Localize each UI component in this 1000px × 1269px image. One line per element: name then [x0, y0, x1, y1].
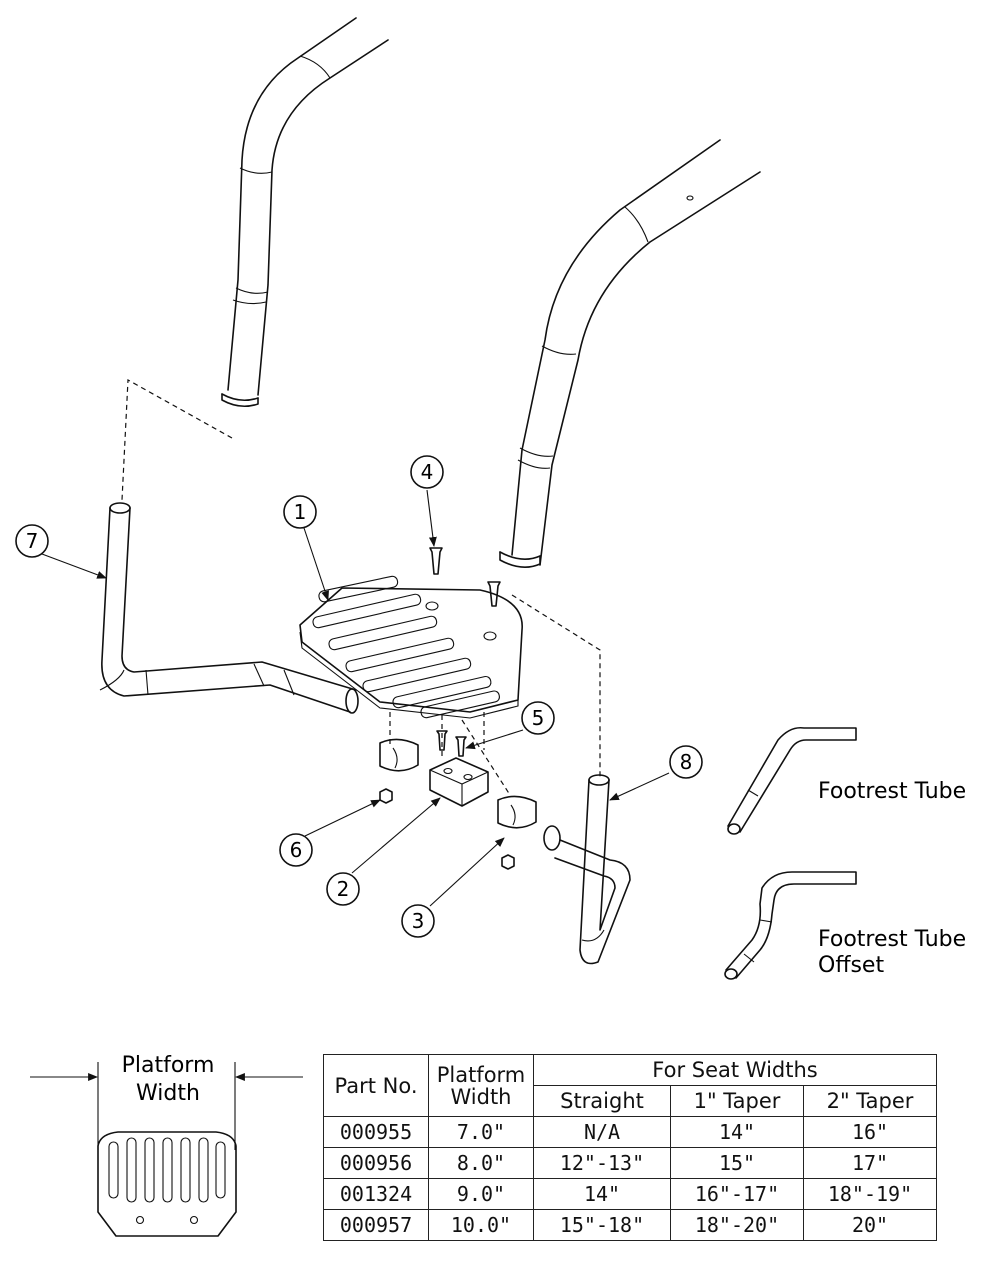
- leader-lines: [41, 489, 670, 907]
- callout-1: 1: [283, 495, 317, 529]
- callout-2: 2: [326, 872, 360, 906]
- cell-taper2: 18"-19": [803, 1178, 937, 1210]
- cell-part: 000957: [323, 1209, 429, 1241]
- cell-taper1: 18"-20": [670, 1209, 804, 1241]
- platform-width-label-2: Width: [136, 1081, 200, 1106]
- callout-3: 3: [401, 904, 435, 938]
- cell-taper1: 15": [670, 1147, 804, 1179]
- footrest-tube-offset-label-1: Footrest Tube: [818, 927, 966, 952]
- callout-6: 6: [279, 833, 313, 867]
- cell-taper1: 14": [670, 1116, 804, 1148]
- platform-width-label-1: Platform: [122, 1053, 215, 1078]
- alignment-lines: [121, 379, 601, 796]
- cell-part: 000955: [323, 1116, 429, 1148]
- table-row: 000955 7.0" N/A 14" 16": [323, 1116, 937, 1148]
- footplate-slots: [312, 575, 500, 719]
- svg-text:4: 4: [421, 460, 434, 484]
- platform-width-detail: Platform Width: [30, 1053, 303, 1237]
- svg-text:2: 2: [337, 877, 350, 901]
- tube-clamps: [379, 738, 537, 829]
- footrest-tube-offset-label-2: Offset: [818, 953, 884, 978]
- header-2-taper: 2" Taper: [803, 1085, 937, 1117]
- callout-8: 8: [669, 745, 703, 779]
- callout-7: 7: [15, 524, 49, 558]
- footrest-tube-variant: Footrest Tube: [727, 726, 966, 835]
- nuts: [379, 788, 515, 870]
- cell-taper2: 17": [803, 1147, 937, 1179]
- cell-straight: 14": [533, 1178, 671, 1210]
- right-frame-tube: [499, 139, 761, 568]
- svg-text:1: 1: [294, 500, 307, 524]
- cell-width: 10.0": [428, 1209, 534, 1241]
- cell-straight: 15"-18": [533, 1209, 671, 1241]
- cell-part: 001324: [323, 1178, 429, 1210]
- svg-text:5: 5: [532, 706, 545, 730]
- table-row: 001324 9.0" 14" 16"-17" 18"-19": [323, 1178, 937, 1210]
- footrest-tube-offset-variant: Footrest Tube Offset: [724, 871, 966, 980]
- svg-text:6: 6: [290, 838, 303, 862]
- right-footrest-tube: [543, 774, 631, 965]
- header-for-seat-widths: For Seat Widths: [533, 1054, 937, 1086]
- callout-4: 4: [410, 455, 444, 489]
- svg-text:8: 8: [680, 750, 693, 774]
- platform-screws: [429, 547, 501, 607]
- left-footrest-tube: [99, 502, 359, 714]
- header-part-no: Part No.: [323, 1054, 429, 1117]
- cell-taper2: 16": [803, 1116, 937, 1148]
- cell-straight: 12"-13": [533, 1147, 671, 1179]
- header-1-taper: 1" Taper: [670, 1085, 804, 1117]
- mounting-block: [429, 757, 489, 807]
- cell-taper2: 20": [803, 1209, 937, 1241]
- cell-taper1: 16"-17": [670, 1178, 804, 1210]
- callout-5: 5: [521, 701, 555, 735]
- footrest-tube-label: Footrest Tube: [818, 779, 966, 804]
- clamp-screws: [436, 730, 467, 757]
- svg-text:3: 3: [412, 909, 425, 933]
- cell-width: 9.0": [428, 1178, 534, 1210]
- footplate: [299, 575, 523, 719]
- cell-width: 8.0": [428, 1147, 534, 1179]
- left-frame-tube: [221, 17, 389, 408]
- svg-text:7: 7: [26, 529, 39, 553]
- table-row: 000956 8.0" 12"-13" 15" 17": [323, 1147, 937, 1179]
- cell-part: 000956: [323, 1147, 429, 1179]
- table-row: 000957 10.0" 15"-18" 18"-20" 20": [323, 1209, 937, 1241]
- header-straight: Straight: [533, 1085, 671, 1117]
- cell-straight: N/A: [533, 1116, 671, 1148]
- cell-width: 7.0": [428, 1116, 534, 1148]
